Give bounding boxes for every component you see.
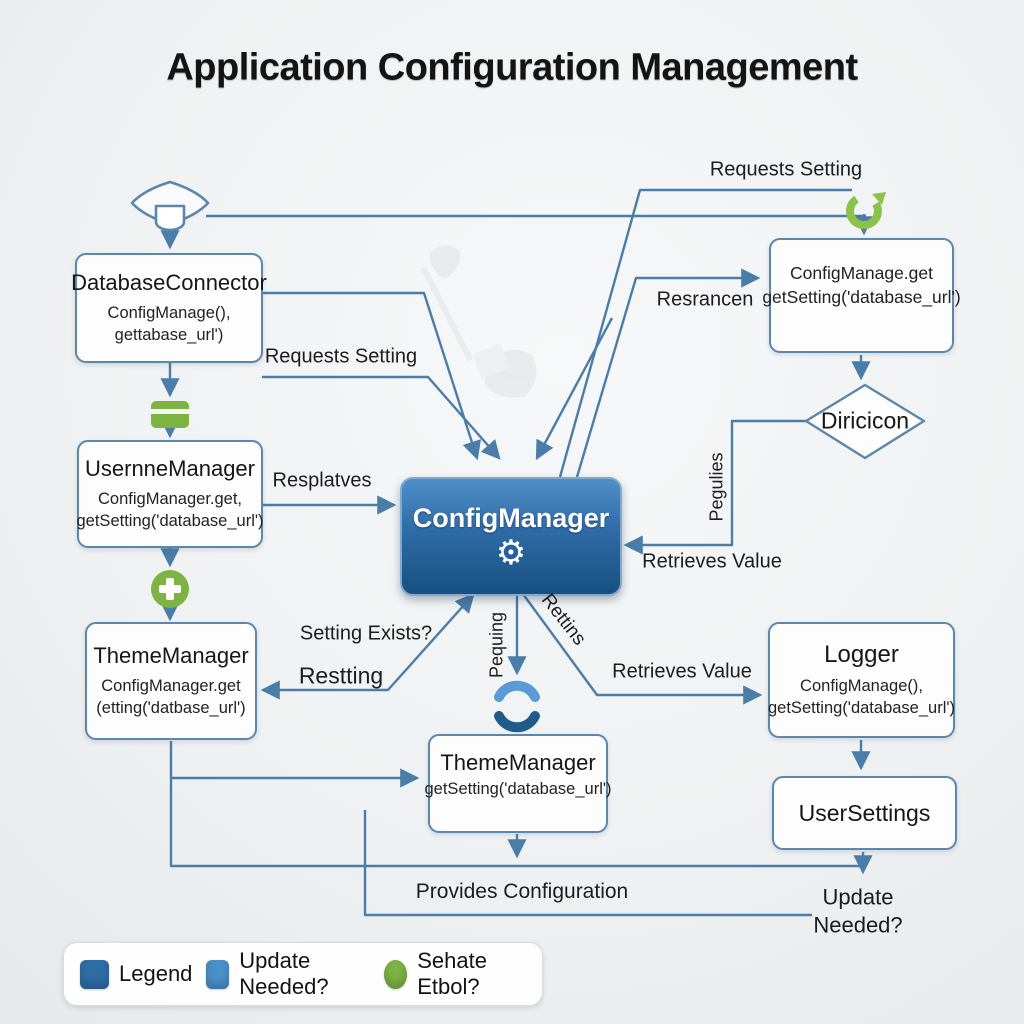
legend-swatch-square-dark bbox=[80, 959, 109, 989]
edge-label-pequing: Pequing bbox=[486, 611, 507, 679]
node-theme-manager-bottom: ThemeManager getSetting('database_url') bbox=[425, 734, 612, 833]
node-logger: Logger ConfigManage(), getSetting('datab… bbox=[768, 622, 955, 738]
edge-label-setting-exists: Setting Exists? bbox=[299, 622, 433, 645]
node-title: Logger bbox=[824, 640, 899, 668]
node-code-line1: getSetting('database_url') bbox=[424, 780, 612, 798]
edge-label-requests-setting-top: Requests Setting bbox=[709, 158, 863, 181]
legend-swatch-circle-green bbox=[384, 959, 408, 989]
node-title: UserSettings bbox=[798, 799, 931, 826]
node-code-line2: getSetting('database_url') bbox=[768, 699, 956, 717]
node-theme-manager-left: ThemeManager ConfigManager.get (etting('… bbox=[85, 622, 257, 740]
node-title: ThemeManager bbox=[440, 750, 596, 775]
sync-icon bbox=[494, 680, 540, 733]
node-config-manager: ConfigManager ⚙ bbox=[400, 477, 622, 596]
legend-item: Update Needed? bbox=[206, 948, 370, 1000]
page-title: Application Configuration Management bbox=[166, 46, 858, 89]
node-code-line1: ConfigManage.get bbox=[789, 263, 934, 283]
node-title: UsernneManager bbox=[85, 455, 255, 481]
node-code-line2: getSetting('database_url') bbox=[76, 512, 264, 530]
node-database-connector: DatabaseConnector ConfigManage(), gettab… bbox=[71, 253, 267, 363]
edge-label-resrancen: Resrancen bbox=[656, 288, 754, 311]
legend-item: Legend bbox=[80, 959, 193, 989]
legend-swatch-square-blue bbox=[206, 959, 230, 989]
plus-circle-icon bbox=[151, 570, 189, 608]
decision-diamond bbox=[804, 383, 926, 460]
watermark-tool bbox=[420, 245, 537, 398]
node-title: ConfigManager bbox=[412, 503, 610, 533]
edge-label-retrieves-value-logger: Retrieves Value bbox=[612, 660, 752, 683]
gear-icon: ⚙ bbox=[495, 533, 527, 573]
node-code-line2: (etting('datbase_url') bbox=[96, 699, 246, 717]
legend-label: Update Needed? bbox=[239, 948, 329, 999]
edge-label-restting: Restting bbox=[298, 662, 384, 689]
edge-label-update-needed: Update Needed? bbox=[813, 884, 903, 938]
legend-item: Sehate Etbol? bbox=[384, 948, 526, 1000]
node-user-settings: UserSettings bbox=[772, 776, 957, 850]
legend: Legend Update Needed? Sehate Etbol? bbox=[63, 942, 543, 1006]
edge-label-pegulies: Pegulies bbox=[706, 452, 727, 522]
edge-label-requests-setting-left: Requests Setting bbox=[264, 345, 418, 368]
node-request-box: ConfigManage.get getSetting('database_ur… bbox=[762, 238, 961, 353]
legend-label: Sehate Etbol? bbox=[417, 948, 487, 999]
node-code-line1: ConfigManage(), bbox=[107, 303, 231, 322]
decision-label: Diricicon bbox=[820, 407, 910, 434]
node-code-line1: ConfigManage(), bbox=[800, 676, 923, 695]
legend-label: Legend bbox=[119, 961, 193, 986]
edge-label-provides-configuration: Provides Configuration bbox=[415, 880, 629, 903]
node-code-line1: ConfigManager.get bbox=[101, 676, 241, 695]
edge-label-resplatves: Resplatves bbox=[272, 469, 372, 492]
edge-label-retrieves-value-right: Retrieves Value bbox=[642, 550, 782, 573]
refresh-icon bbox=[846, 192, 886, 229]
node-code-line2: gettabase_url') bbox=[114, 326, 224, 344]
node-title: ThemeManager bbox=[93, 642, 249, 668]
node-username-manager: UsernneManager ConfigManager.get, getSet… bbox=[76, 440, 264, 548]
start-cap-icon bbox=[130, 180, 210, 232]
node-code-line2: getSetting('database_url') bbox=[762, 286, 961, 307]
node-code-line1: ConfigManager.get, bbox=[98, 489, 243, 508]
node-title: DatabaseConnector bbox=[71, 269, 267, 295]
card-icon bbox=[151, 401, 189, 428]
